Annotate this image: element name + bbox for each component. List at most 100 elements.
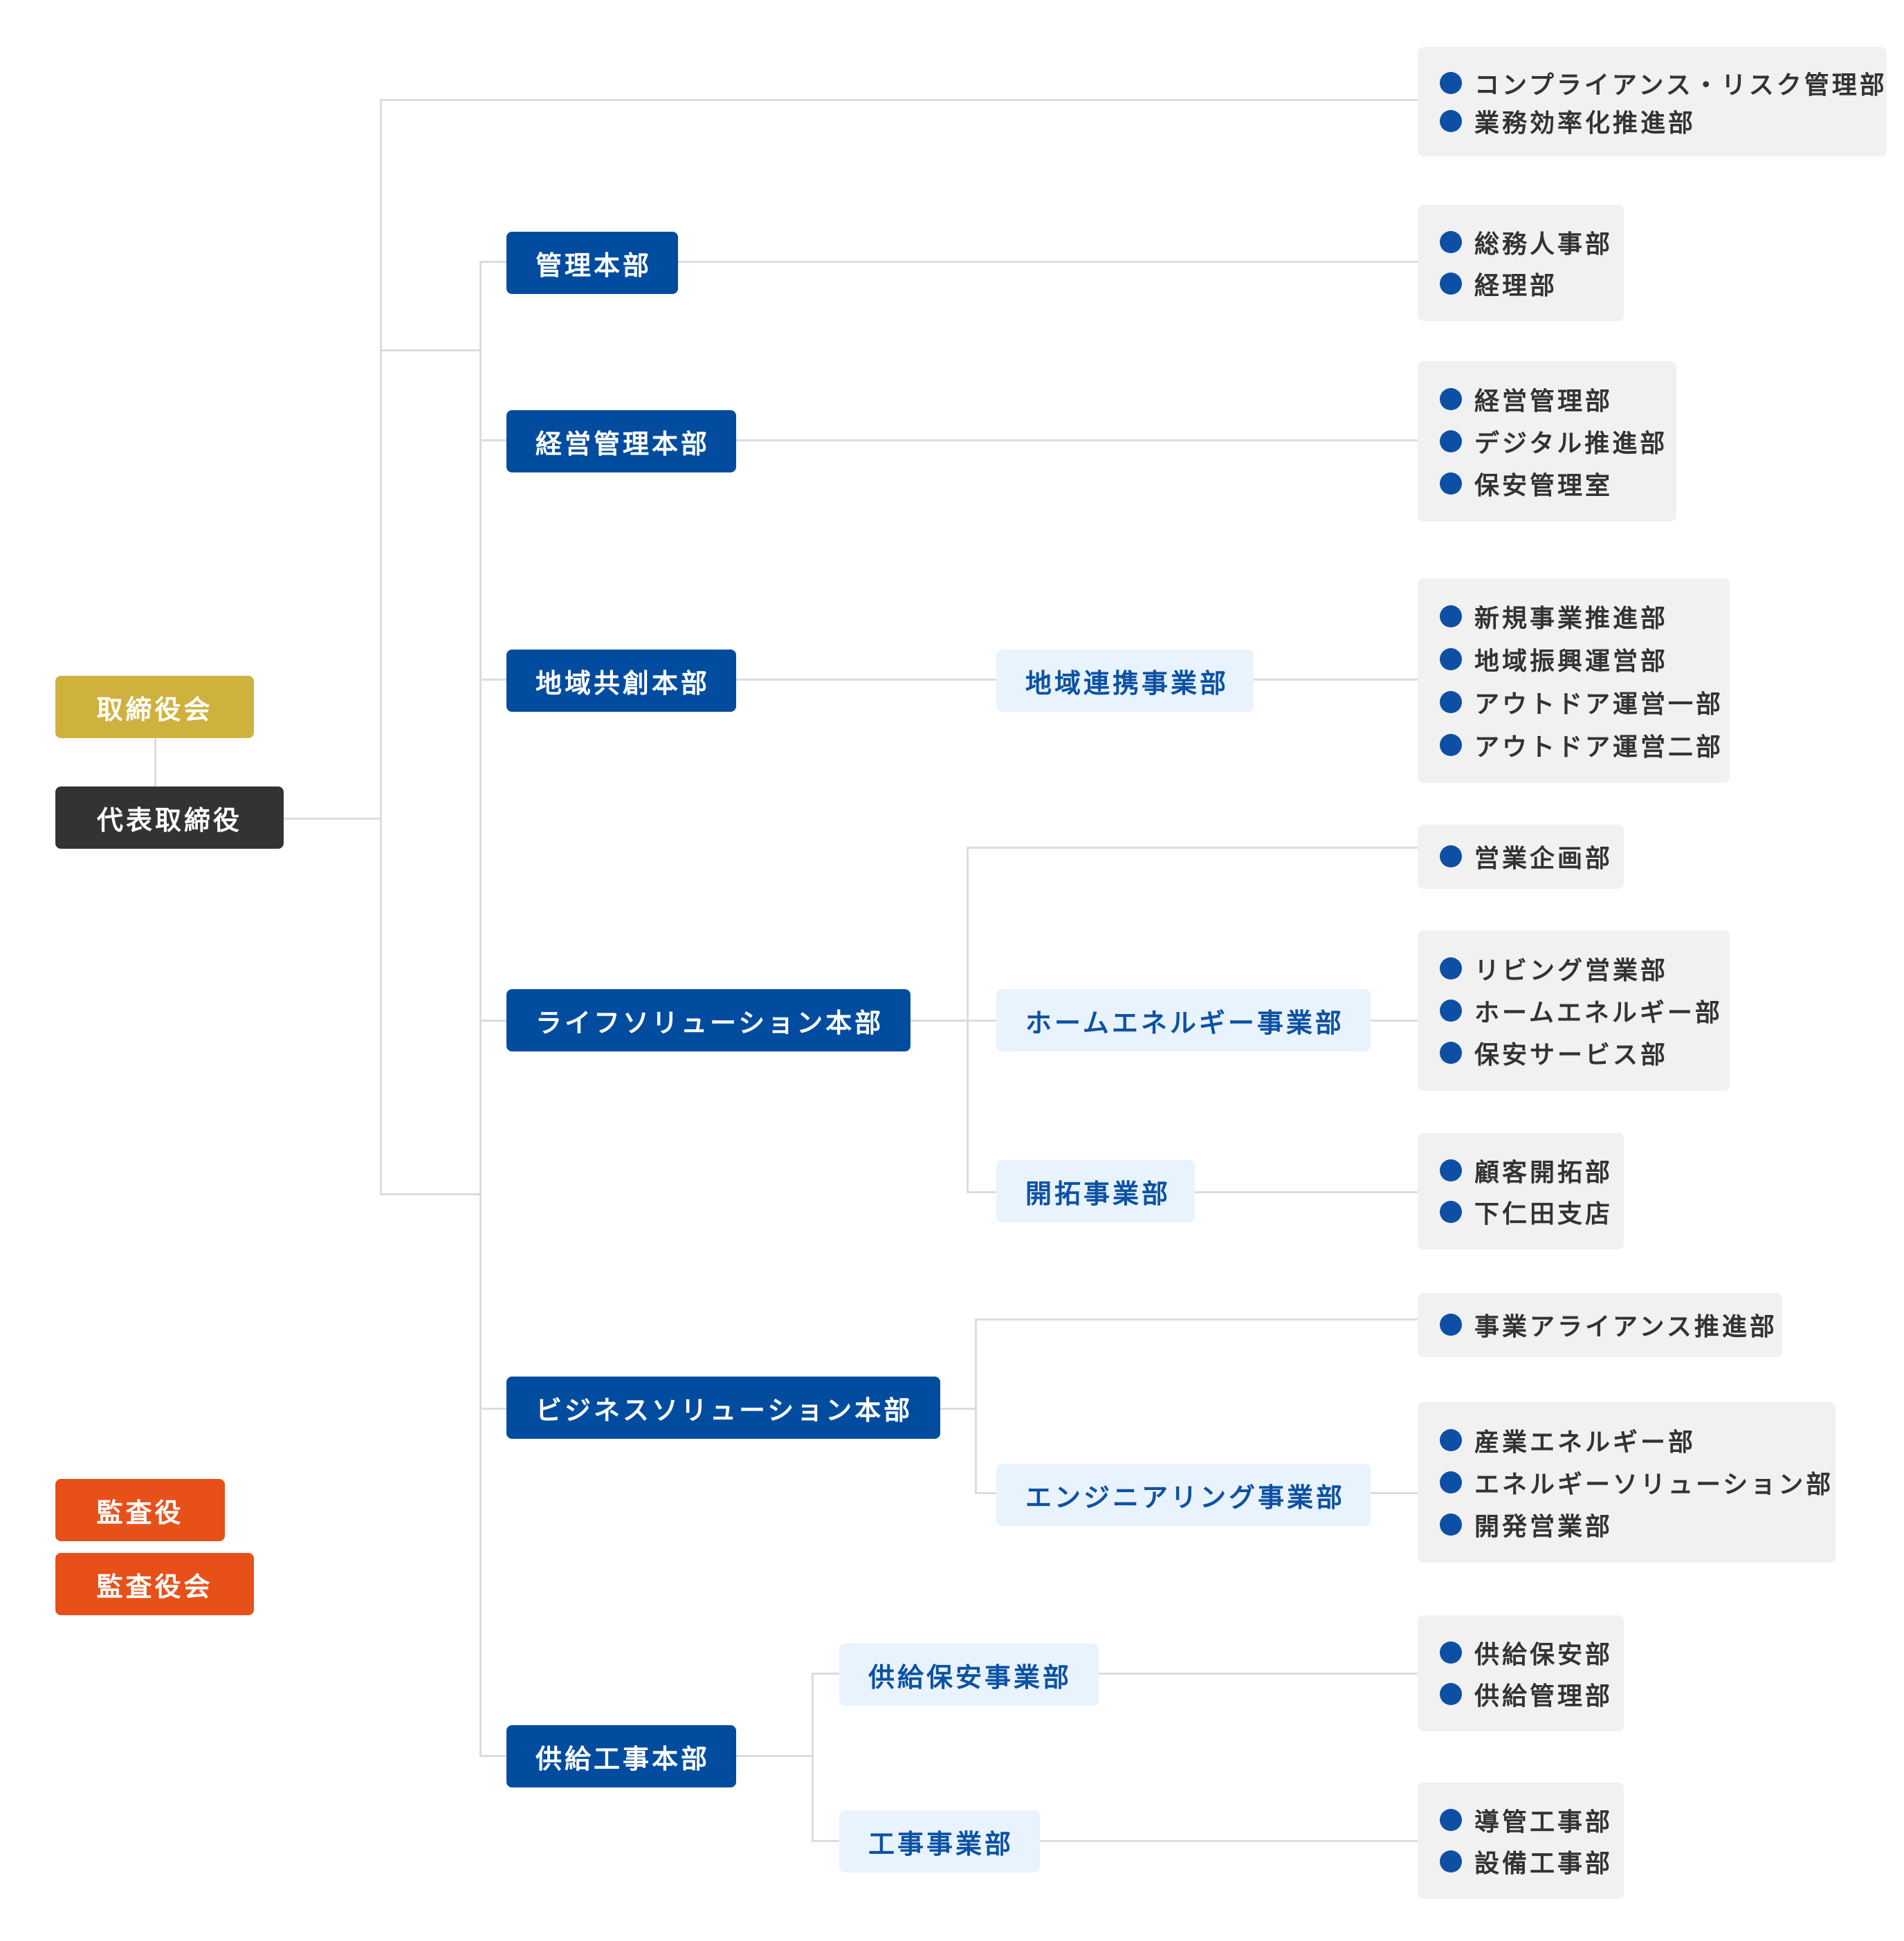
connector-line [1099,1673,1420,1675]
department-list: 総務人事部 経理部 [1418,205,1624,321]
connector-line [967,847,1420,849]
division-box: 供給保安事業部 [839,1644,1099,1706]
list-item: 経理部 [1440,263,1603,304]
bullet-icon [1440,1428,1462,1451]
connector-line [479,261,482,1756]
list-item: 営業企画部 [1440,834,1610,878]
connector-line [812,1673,839,1675]
bullet-icon [1440,1201,1462,1223]
division-box: エンジニアリング事業部 [996,1464,1371,1526]
department-name: 産業エネルギー部 [1474,1428,1696,1457]
list-item: 顧客開拓部 [1440,1150,1610,1191]
connector-line [975,1318,1420,1321]
bullet-icon [1440,1514,1462,1536]
list-item: 設備工事部 [1440,1841,1610,1882]
list-item: 供給保安部 [1440,1632,1610,1673]
department-name: 地域振興運営部 [1474,647,1669,676]
connector-line [479,1755,509,1757]
list-item: 下仁田支店 [1440,1191,1610,1233]
department-list: 導管工事部 設備工事部 [1418,1783,1624,1899]
list-item: 経営管理部 [1440,378,1656,420]
department-name: 下仁田支店 [1474,1200,1613,1229]
connector-line [736,679,999,681]
department-name: アウトドア運営二部 [1474,733,1724,762]
hq-box: 管理本部 [506,232,678,294]
bullet-icon [1440,605,1462,627]
audit-board-box: 監査役会 [55,1553,254,1615]
connector-line [910,1020,999,1022]
department-name: 供給保安部 [1474,1641,1613,1669]
department-list: 事業アライアンス推進部 [1418,1293,1782,1357]
hq-box: ビジネスソリューション本部 [506,1377,940,1439]
connector-line [380,99,1420,101]
connector-line [975,1318,977,1494]
division-box: 工事事業部 [839,1810,1040,1873]
bullet-icon [1440,231,1462,253]
list-item: 供給管理部 [1440,1673,1610,1715]
department-name: 業務効率化推進部 [1474,109,1696,138]
connector-line [1371,1020,1420,1022]
connector-line [1195,1191,1420,1193]
board-of-directors-box: 取締役会 [55,676,254,738]
connector-line [479,1408,509,1410]
connector-line [479,439,509,441]
list-item: 新規事業推進部 [1440,595,1709,638]
connector-line [967,1191,999,1193]
hq-box: 供給工事本部 [506,1725,736,1787]
bullet-icon [1440,1850,1462,1873]
hq-box: 経営管理本部 [506,410,736,472]
connector-line [1040,1840,1420,1842]
bullet-icon [1440,1683,1462,1705]
department-name: リビング営業部 [1474,956,1669,985]
department-name: 保安サービス部 [1474,1041,1669,1070]
connector-line [380,99,382,1195]
department-list: 新規事業推進部 地域振興運営部 アウトドア運営一部 アウトドア運営二部 [1418,578,1730,783]
list-item: アウトドア運営一部 [1440,681,1721,724]
bullet-icon [1440,273,1462,295]
bullet-icon [1440,1314,1462,1336]
connector-line [736,439,1420,441]
department-list: コンプライアンス・リスク管理部 業務効率化推進部 [1418,47,1887,156]
hq-box: ライフソリューション本部 [506,989,910,1051]
department-list: 営業企画部 [1418,825,1624,889]
list-item: 総務人事部 [1440,221,1610,263]
department-list: 顧客開拓部 下仁田支店 [1418,1133,1624,1249]
bullet-icon [1440,845,1462,867]
connector-line [380,1193,482,1195]
department-name: 総務人事部 [1474,230,1613,259]
department-name: 保安管理室 [1474,472,1613,501]
department-name: 設備工事部 [1474,1850,1613,1878]
hq-box: 地域共創本部 [506,650,736,712]
bullet-icon [1440,71,1462,94]
connector-line [812,1840,839,1842]
division-box: 地域連携事業部 [996,650,1254,712]
department-name: 経営管理部 [1474,387,1613,416]
bullet-icon [1440,472,1462,495]
bullet-icon [1440,1641,1462,1664]
bullet-icon [1440,1042,1462,1065]
connector-line [479,261,509,263]
list-item: 保安サービス部 [1440,1032,1709,1074]
department-name: 営業企画部 [1474,845,1613,873]
list-item: エネルギーソリューション部 [1440,1461,1831,1503]
department-name: 新規事業推進部 [1474,605,1669,633]
bullet-icon [1440,1809,1462,1831]
bullet-icon [1440,387,1462,410]
president-box: 代表取締役 [55,786,284,849]
department-name: 顧客開拓部 [1474,1159,1613,1187]
department-name: コンプライアンス・リスク管理部 [1474,71,1887,100]
bullet-icon [1440,1471,1462,1493]
department-name: 導管工事部 [1474,1808,1613,1837]
auditor-box: 監査役 [55,1479,225,1541]
list-item: 業務効率化推進部 [1440,102,1866,140]
department-name: 供給管理部 [1474,1682,1613,1711]
list-item: デジタル推進部 [1440,420,1665,462]
department-list: 産業エネルギー部 エネルギーソリューション部 開発営業部 [1418,1402,1836,1563]
connector-line [380,349,482,351]
connector-line [812,1673,814,1842]
connector-line [967,847,969,1193]
connector-line [154,733,156,789]
connector-line [975,1492,999,1494]
connector-line [1254,679,1420,681]
